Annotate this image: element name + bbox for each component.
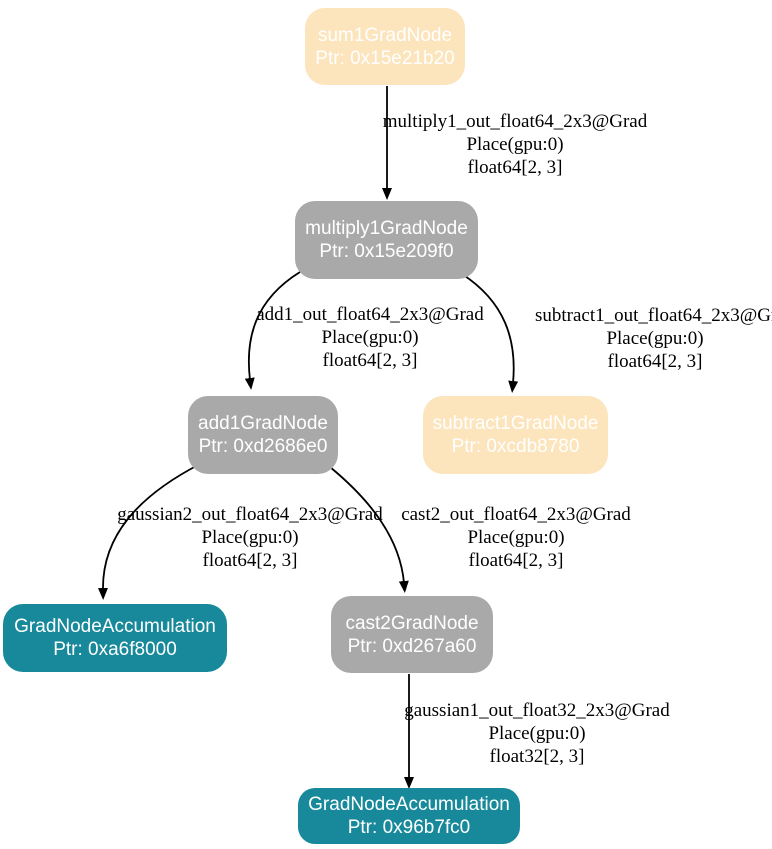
- node-multiply1-gradnode: multiply1GradNode Ptr: 0x15e209f0: [295, 201, 478, 279]
- node-title: GradNodeAccumulation: [14, 616, 216, 637]
- node-add1-gradnode: add1GradNode Ptr: 0xd2686e0: [188, 396, 338, 474]
- node-title: cast2GradNode: [345, 612, 479, 634]
- edge-label-gaussian1-out: gaussian1_out_float32_2x3@Grad Place(gpu…: [402, 699, 672, 768]
- edge-tensor-shape: float64[2, 3]: [467, 157, 563, 178]
- edge-place: Place(gpu:0): [606, 328, 704, 349]
- edge-place: Place(gpu:0): [488, 723, 586, 744]
- edge-multiply1-to-add1-arrow: [244, 271, 301, 390]
- node-cast2-gradnode: cast2GradNode Ptr: 0xd267a60: [331, 596, 493, 673]
- edge-label-add1-out: add1_out_float64_2x3@Grad Place(gpu:0) f…: [250, 303, 490, 372]
- node-ptr: Ptr: 0xcdb8780: [451, 436, 580, 457]
- edge-label-subtract1-out: subtract1_out_float64_2x3@Grad Place(gpu…: [535, 304, 772, 373]
- node-ptr: Ptr: 0x15e21b20: [315, 47, 455, 69]
- node-ptr: Ptr: 0x15e209f0: [319, 241, 454, 262]
- edge-place: Place(gpu:0): [201, 527, 299, 548]
- edge-tensor-shape: float64[2, 3]: [607, 351, 703, 372]
- edge-place: Place(gpu:0): [467, 527, 565, 548]
- edge-label-gaussian2-out: gaussian2_out_float64_2x3@Grad Place(gpu…: [110, 503, 390, 572]
- edge-tensor-name: multiply1_out_float64_2x3@Grad: [382, 111, 648, 132]
- edge-tensor-name: gaussian1_out_float32_2x3@Grad: [404, 700, 670, 721]
- edge-add1-to-cast2-arrow: [329, 466, 409, 593]
- node-ptr: Ptr: 0xd267a60: [347, 635, 477, 657]
- edge-tensor-shape: float64[2, 3]: [468, 550, 564, 571]
- edge-multiply1-to-subtract1-arrow: [461, 273, 519, 393]
- edge-label-multiply1-out: multiply1_out_float64_2x3@Grad Place(gpu…: [380, 110, 650, 179]
- node-title: add1GradNode: [198, 413, 328, 434]
- node-title: subtract1GradNode: [432, 413, 599, 434]
- node-title: multiply1GradNode: [305, 218, 468, 239]
- edge-tensor-shape: float32[2, 3]: [489, 746, 585, 767]
- node-ptr: Ptr: 0xd2686e0: [198, 436, 328, 457]
- node-title: GradNodeAccumulation: [308, 794, 510, 815]
- node-ptr: Ptr: 0xa6f8000: [53, 639, 177, 660]
- edge-tensor-shape: float64[2, 3]: [202, 550, 298, 571]
- node-subtract1-gradnode: subtract1GradNode Ptr: 0xcdb8780: [423, 396, 608, 474]
- node-ptr: Ptr: 0x96b7fc0: [347, 817, 471, 838]
- node-gradnode-accumulation-2: GradNodeAccumulation Ptr: 0x96b7fc0: [298, 788, 520, 844]
- edge-tensor-name: add1_out_float64_2x3@Grad: [256, 304, 484, 325]
- edge-place: Place(gpu:0): [321, 327, 419, 348]
- node-sum1-gradnode: sum1GradNode Ptr: 0x15e21b20: [305, 8, 465, 85]
- edge-add1-to-gradacc1-arrow: [97, 463, 201, 600]
- edge-place: Place(gpu:0): [466, 134, 564, 155]
- edge-tensor-name: cast2_out_float64_2x3@Grad: [401, 504, 631, 525]
- edge-tensor-shape: float64[2, 3]: [322, 350, 418, 371]
- edge-tensor-name: gaussian2_out_float64_2x3@Grad: [117, 504, 383, 525]
- node-gradnode-accumulation-1: GradNodeAccumulation Ptr: 0xa6f8000: [3, 604, 227, 672]
- edge-label-cast2-out: cast2_out_float64_2x3@Grad Place(gpu:0) …: [396, 503, 636, 572]
- node-title: sum1GradNode: [317, 24, 453, 46]
- edge-tensor-name: subtract1_out_float64_2x3@Grad: [535, 305, 772, 326]
